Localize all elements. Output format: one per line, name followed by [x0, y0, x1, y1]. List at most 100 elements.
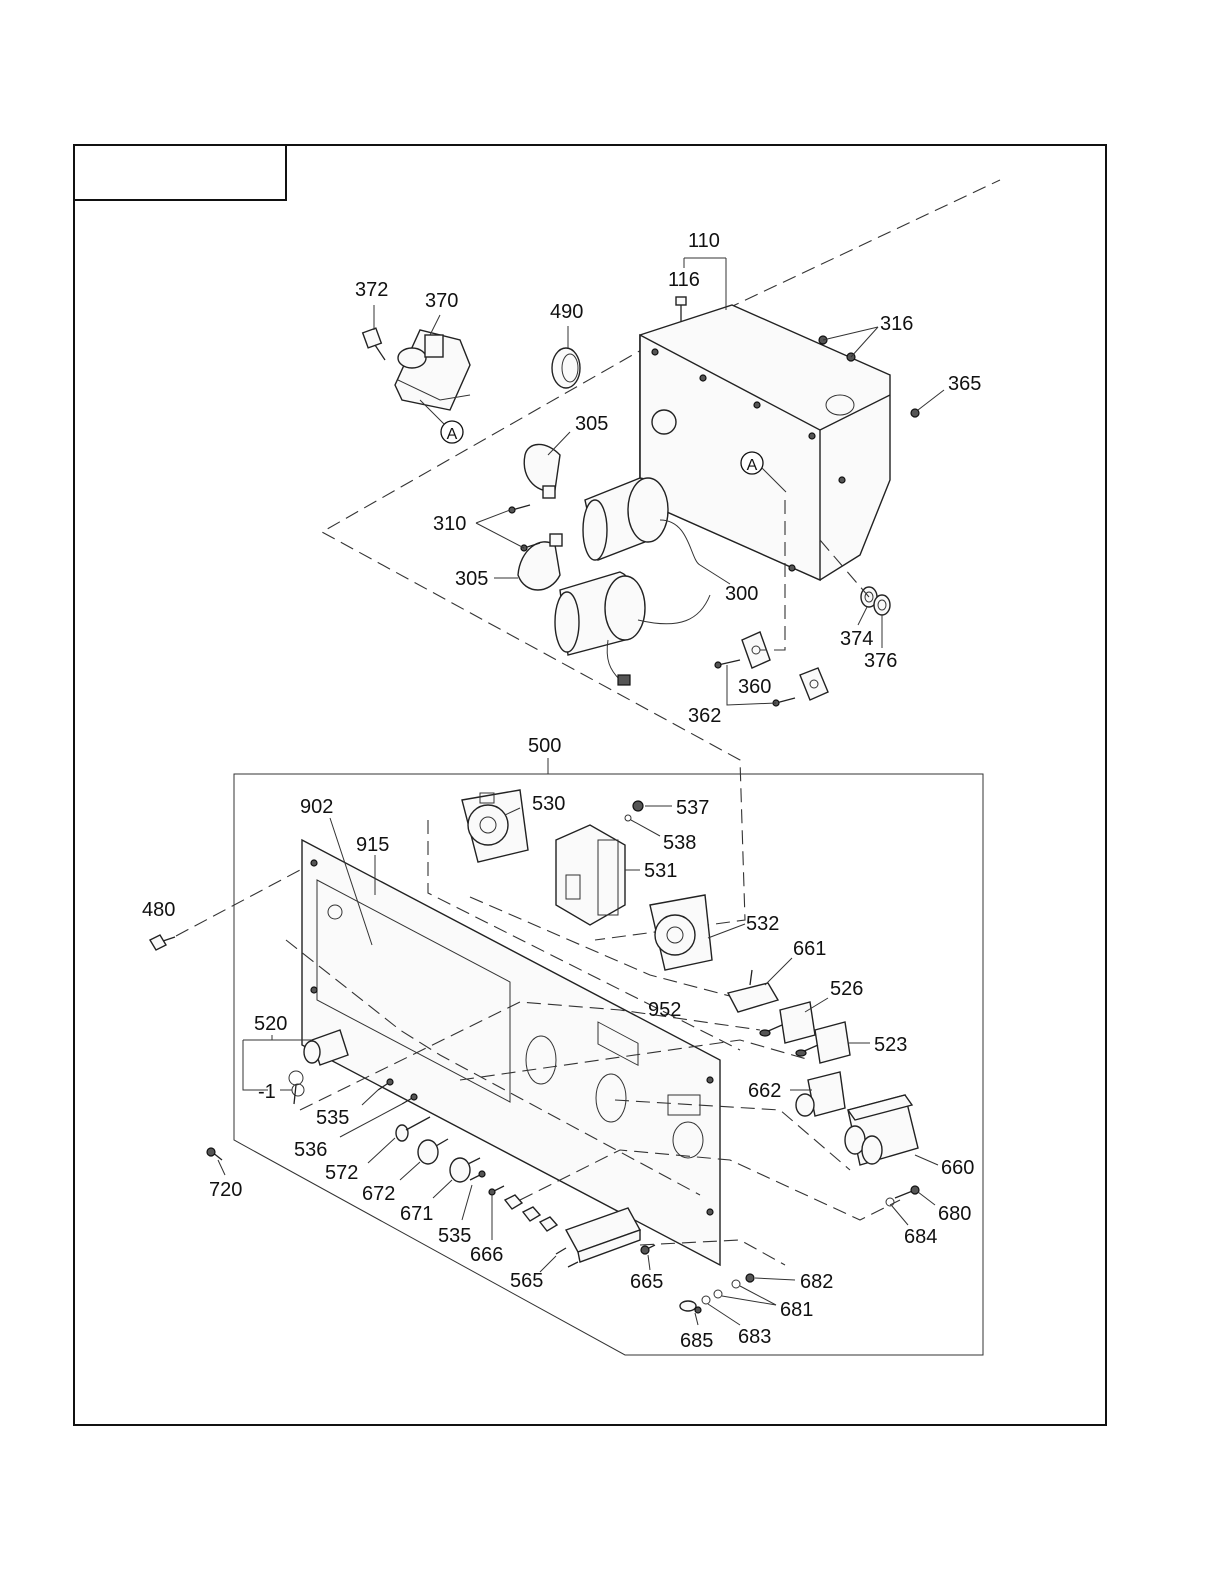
nuts-316	[818, 326, 879, 362]
control-box-110	[639, 304, 891, 582]
screw-665	[640, 1244, 656, 1255]
label-666: 666	[470, 1244, 503, 1266]
leader-684	[891, 1205, 909, 1226]
label-376: 376	[864, 650, 897, 672]
washers-681	[713, 1279, 741, 1299]
label-672: 672	[362, 1183, 395, 1205]
grommet-490	[551, 347, 581, 389]
front-panel-902	[301, 838, 721, 1267]
leader-535a	[361, 1089, 379, 1106]
screw-535-upper	[377, 1078, 394, 1091]
nut-365	[910, 389, 945, 418]
leader-a1	[419, 399, 446, 426]
dash-key	[285, 939, 701, 1196]
label-671: 671	[400, 1203, 433, 1225]
part-number-labels: 110 116 316 365 372 370 490 305 310 305 …	[142, 230, 981, 1352]
label-526: 526	[830, 978, 863, 1000]
dash-682	[639, 1239, 786, 1266]
fuse-holder-671	[449, 1157, 481, 1183]
callout-a-right	[740, 451, 764, 475]
screws-310	[475, 504, 541, 552]
screw-480	[149, 934, 176, 951]
washer-538	[624, 814, 661, 837]
breaker-662	[795, 1071, 846, 1117]
washer-684	[885, 1197, 895, 1207]
leader-720	[217, 1159, 226, 1176]
receptacle-530	[461, 789, 529, 863]
label-116: 116	[668, 269, 700, 291]
label-362: 362	[688, 705, 721, 727]
toggle-switch-523	[795, 1021, 851, 1064]
toggle-switch-526	[759, 1001, 816, 1044]
screw-535-lower	[469, 1170, 486, 1181]
callout-a-left	[440, 420, 464, 444]
leader-565	[539, 1255, 557, 1273]
label-661: 661	[793, 938, 826, 960]
wing-nut-685	[679, 1300, 702, 1314]
dash-360	[760, 500, 786, 651]
label-374: 374	[840, 628, 873, 650]
label-680: 680	[938, 1203, 971, 1225]
bolt-372	[361, 327, 386, 361]
label-110: 110	[688, 230, 720, 252]
label-370: 370	[425, 290, 458, 312]
label-531: 531	[644, 860, 677, 882]
label-682: 682	[800, 1271, 833, 1293]
washer-683	[701, 1295, 711, 1305]
label-660: 660	[941, 1157, 974, 1179]
label-490: 490	[550, 301, 583, 323]
module-370	[394, 329, 471, 411]
label-520: 520	[254, 1013, 287, 1035]
switch-661	[726, 969, 780, 1013]
label-683: 683	[738, 1326, 771, 1348]
clamp-305-lower	[517, 533, 563, 591]
leader-374	[857, 606, 868, 626]
label-720: 720	[209, 1179, 242, 1201]
label-480: 480	[142, 899, 175, 921]
gfci-receptacle-531	[555, 824, 626, 926]
label-372: 372	[355, 279, 388, 301]
leader-661	[764, 957, 793, 986]
label-535-upper: 535	[316, 1107, 349, 1129]
leader-660	[914, 1154, 939, 1166]
plug-572	[395, 1116, 431, 1142]
label-684: 684	[904, 1226, 937, 1248]
label-dash-1: -1	[258, 1081, 276, 1103]
dash-660	[614, 1099, 851, 1171]
screw-536	[401, 1093, 418, 1105]
title-box	[74, 145, 287, 201]
leader-a2	[761, 467, 787, 493]
label-316: 316	[880, 313, 913, 335]
leader-681a	[739, 1285, 777, 1306]
screws-362	[714, 659, 796, 707]
label-681: 681	[780, 1299, 813, 1321]
grommet-376	[873, 594, 891, 616]
label-305-lower: 305	[455, 568, 488, 590]
leader-685	[694, 1312, 699, 1326]
label-685: 685	[680, 1330, 713, 1352]
screw-666	[488, 1185, 505, 1196]
dash-952	[299, 1001, 761, 1111]
leader-572	[367, 1137, 396, 1164]
leader-665	[647, 1254, 651, 1271]
upper-dashed-envelope	[320, 344, 746, 941]
label-535-lower: 535	[438, 1225, 471, 1247]
screw-720	[206, 1147, 223, 1161]
screw-680	[894, 1185, 920, 1199]
leader-370	[429, 314, 441, 336]
leader-305a	[547, 431, 571, 456]
label-305-upper: 305	[575, 413, 608, 435]
dash-480	[175, 869, 301, 937]
label-662: 662	[748, 1080, 781, 1102]
leader-535b	[461, 1184, 473, 1221]
screw-116	[675, 296, 687, 322]
label-a-left: A	[447, 426, 458, 443]
label-665: 665	[630, 1271, 663, 1293]
dash-531	[469, 896, 746, 1001]
key-switch-520	[288, 1029, 349, 1105]
leader-671	[432, 1179, 453, 1199]
leader-530	[504, 807, 521, 816]
label-530: 530	[532, 793, 565, 815]
label-537: 537	[676, 797, 709, 819]
clamp-305-upper	[523, 443, 561, 499]
